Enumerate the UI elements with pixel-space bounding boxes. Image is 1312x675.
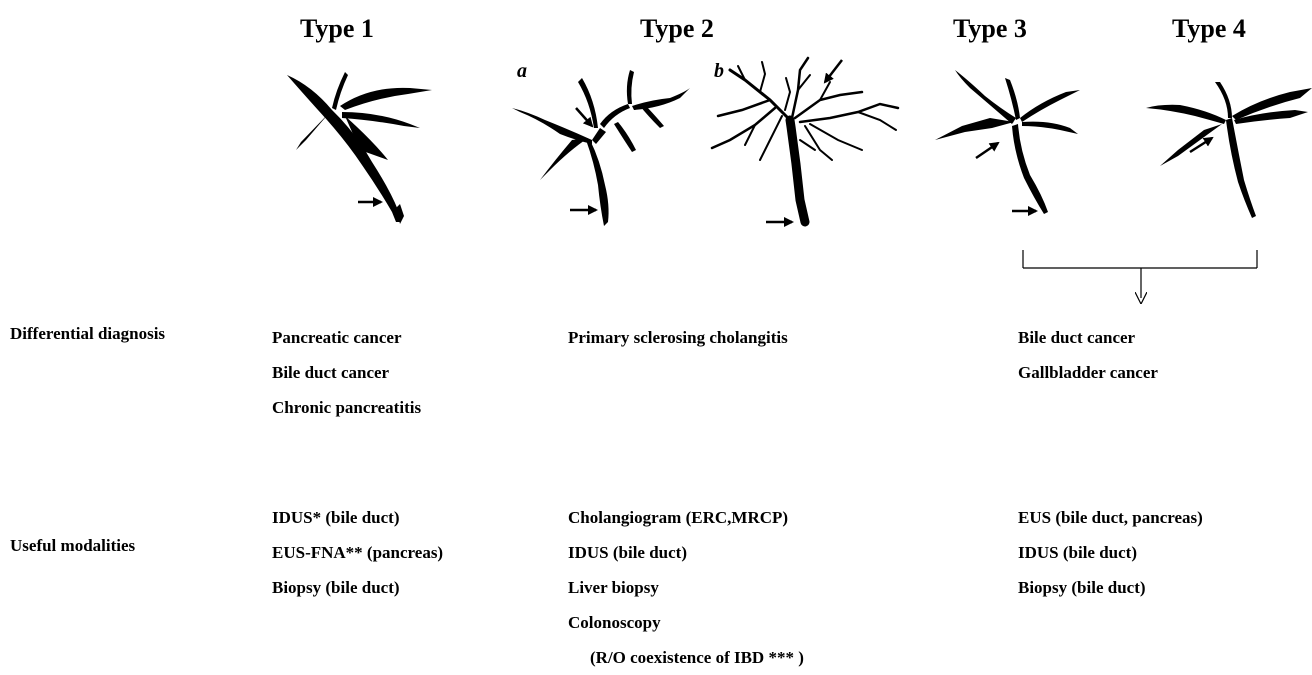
useful-modalities-label: Useful modalities <box>10 536 135 556</box>
list-item: Primary sclerosing cholangitis <box>568 320 788 355</box>
type3-duct-drawing <box>935 70 1080 214</box>
modalities-type2-list: Cholangiogram (ERC,MRCP) IDUS (bile duct… <box>568 500 804 675</box>
list-item: Bile duct cancer <box>272 355 421 390</box>
list-item: Chronic pancreatitis <box>272 390 421 425</box>
list-item: Biopsy (bile duct) <box>272 570 443 605</box>
list-item: Cholangiogram (ERC,MRCP) <box>568 500 804 535</box>
list-item: EUS-FNA** (pancreas) <box>272 535 443 570</box>
list-item: Gallbladder cancer <box>1018 355 1158 390</box>
modalities-type34-list: EUS (bile duct, pancreas) IDUS (bile duc… <box>1018 500 1203 605</box>
type2a-duct-drawing <box>512 70 690 226</box>
list-item: IDUS (bile duct) <box>1018 535 1203 570</box>
differential-diagnosis-label: Differential diagnosis <box>10 324 165 344</box>
differential-type34-list: Bile duct cancer Gallbladder cancer <box>1018 320 1158 390</box>
list-item: EUS (bile duct, pancreas) <box>1018 500 1203 535</box>
type3-arrow-2 <box>976 143 998 158</box>
differential-type1-list: Pancreatic cancer Bile duct cancer Chron… <box>272 320 421 425</box>
list-item: Liver biopsy <box>568 570 804 605</box>
list-item: Biopsy (bile duct) <box>1018 570 1203 605</box>
differential-type2-list: Primary sclerosing cholangitis <box>568 320 788 355</box>
list-item: Pancreatic cancer <box>272 320 421 355</box>
type2b-duct-drawing <box>712 58 898 222</box>
type2a-arrow-2 <box>576 108 592 126</box>
type4-duct-drawing <box>1146 82 1312 218</box>
type34-bracket <box>1023 250 1257 298</box>
list-item: Bile duct cancer <box>1018 320 1158 355</box>
modalities-type1-list: IDUS* (bile duct) EUS-FNA** (pancreas) B… <box>272 500 443 605</box>
list-item: Colonoscopy <box>568 605 804 640</box>
type2b-arrow-2 <box>825 60 842 82</box>
list-item: IDUS* (bile duct) <box>272 500 443 535</box>
list-item: IDUS (bile duct) <box>568 535 804 570</box>
